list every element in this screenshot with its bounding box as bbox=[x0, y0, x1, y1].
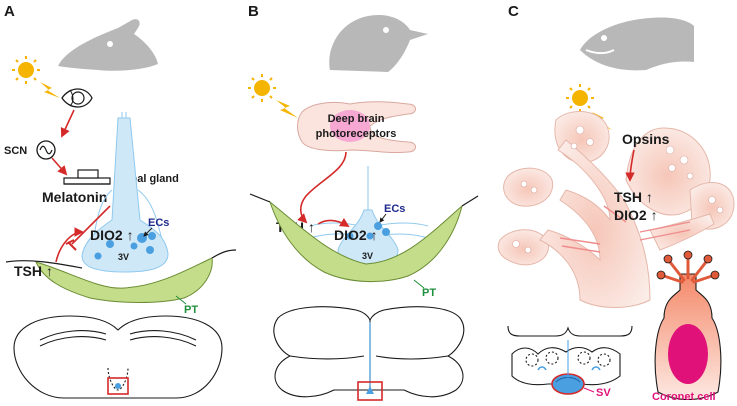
ventricle-label-b: 3V bbox=[362, 251, 373, 261]
pars-tuberalis-b bbox=[268, 200, 463, 283]
panel-label-b: B bbox=[248, 3, 259, 20]
mouse-eye-icon bbox=[107, 41, 113, 47]
deep-brain-label: Deep brain bbox=[328, 113, 385, 125]
scn-label: SCN bbox=[4, 145, 27, 157]
ecs-label-a: ECs bbox=[148, 217, 169, 229]
region-box-b bbox=[357, 381, 383, 401]
coronet-cell-icon bbox=[654, 250, 722, 400]
ecs-dots-b bbox=[346, 222, 390, 240]
opsins-label: Opsins bbox=[622, 131, 670, 147]
ecs-label-b: ECs bbox=[384, 203, 405, 215]
coronet-cell-label: Coronet cell bbox=[652, 391, 716, 403]
melatonin-label: Melatonin bbox=[42, 189, 107, 205]
sv-label: SV bbox=[596, 387, 611, 399]
pt-label-a: PT bbox=[184, 304, 198, 316]
pars-tuberalis-a bbox=[35, 257, 213, 303]
dio2-label-c: DIO2 ↑ bbox=[614, 207, 658, 223]
panel-label-c: C bbox=[508, 3, 519, 20]
ecs-dots-a bbox=[94, 232, 156, 260]
eye-icon bbox=[61, 88, 93, 108]
bird-silhouette-icon bbox=[329, 14, 428, 73]
deep-brain-photoreceptors-icon bbox=[297, 101, 416, 154]
tsh-label-c: TSH ↑ bbox=[614, 189, 653, 205]
sun-icon-b bbox=[248, 74, 298, 118]
region-box-a bbox=[107, 377, 129, 395]
photoreceptors-label: photoreceptors bbox=[316, 128, 397, 140]
pt-label-b: PT bbox=[422, 287, 436, 299]
brain-section-a bbox=[13, 315, 223, 399]
pineal-gland-icon bbox=[63, 169, 111, 185]
bird-eye-icon bbox=[383, 27, 389, 33]
fish-brain-section bbox=[507, 325, 633, 386]
brain-section-b bbox=[273, 306, 465, 398]
panel-c: C bbox=[497, 3, 735, 403]
panel-b: B Deep brain photoreceptors bbox=[248, 3, 479, 401]
saccus-vasculosus-lobes bbox=[497, 111, 735, 308]
ventricle-label-a: 3V bbox=[118, 252, 129, 262]
sun-icon-a bbox=[12, 56, 60, 98]
dio2-label-a: DIO2 ↑ bbox=[90, 227, 134, 243]
panel-label-a: A bbox=[4, 3, 15, 20]
dio2-label-b: DIO2 ↑ bbox=[334, 227, 378, 243]
fish-eye-icon bbox=[601, 35, 607, 41]
fish-silhouette-icon bbox=[580, 17, 694, 71]
inhibition-bar-a bbox=[67, 241, 77, 251]
panel-a: A SCN bbox=[4, 3, 237, 399]
tsh-label-a: TSH ↑ bbox=[14, 263, 53, 279]
